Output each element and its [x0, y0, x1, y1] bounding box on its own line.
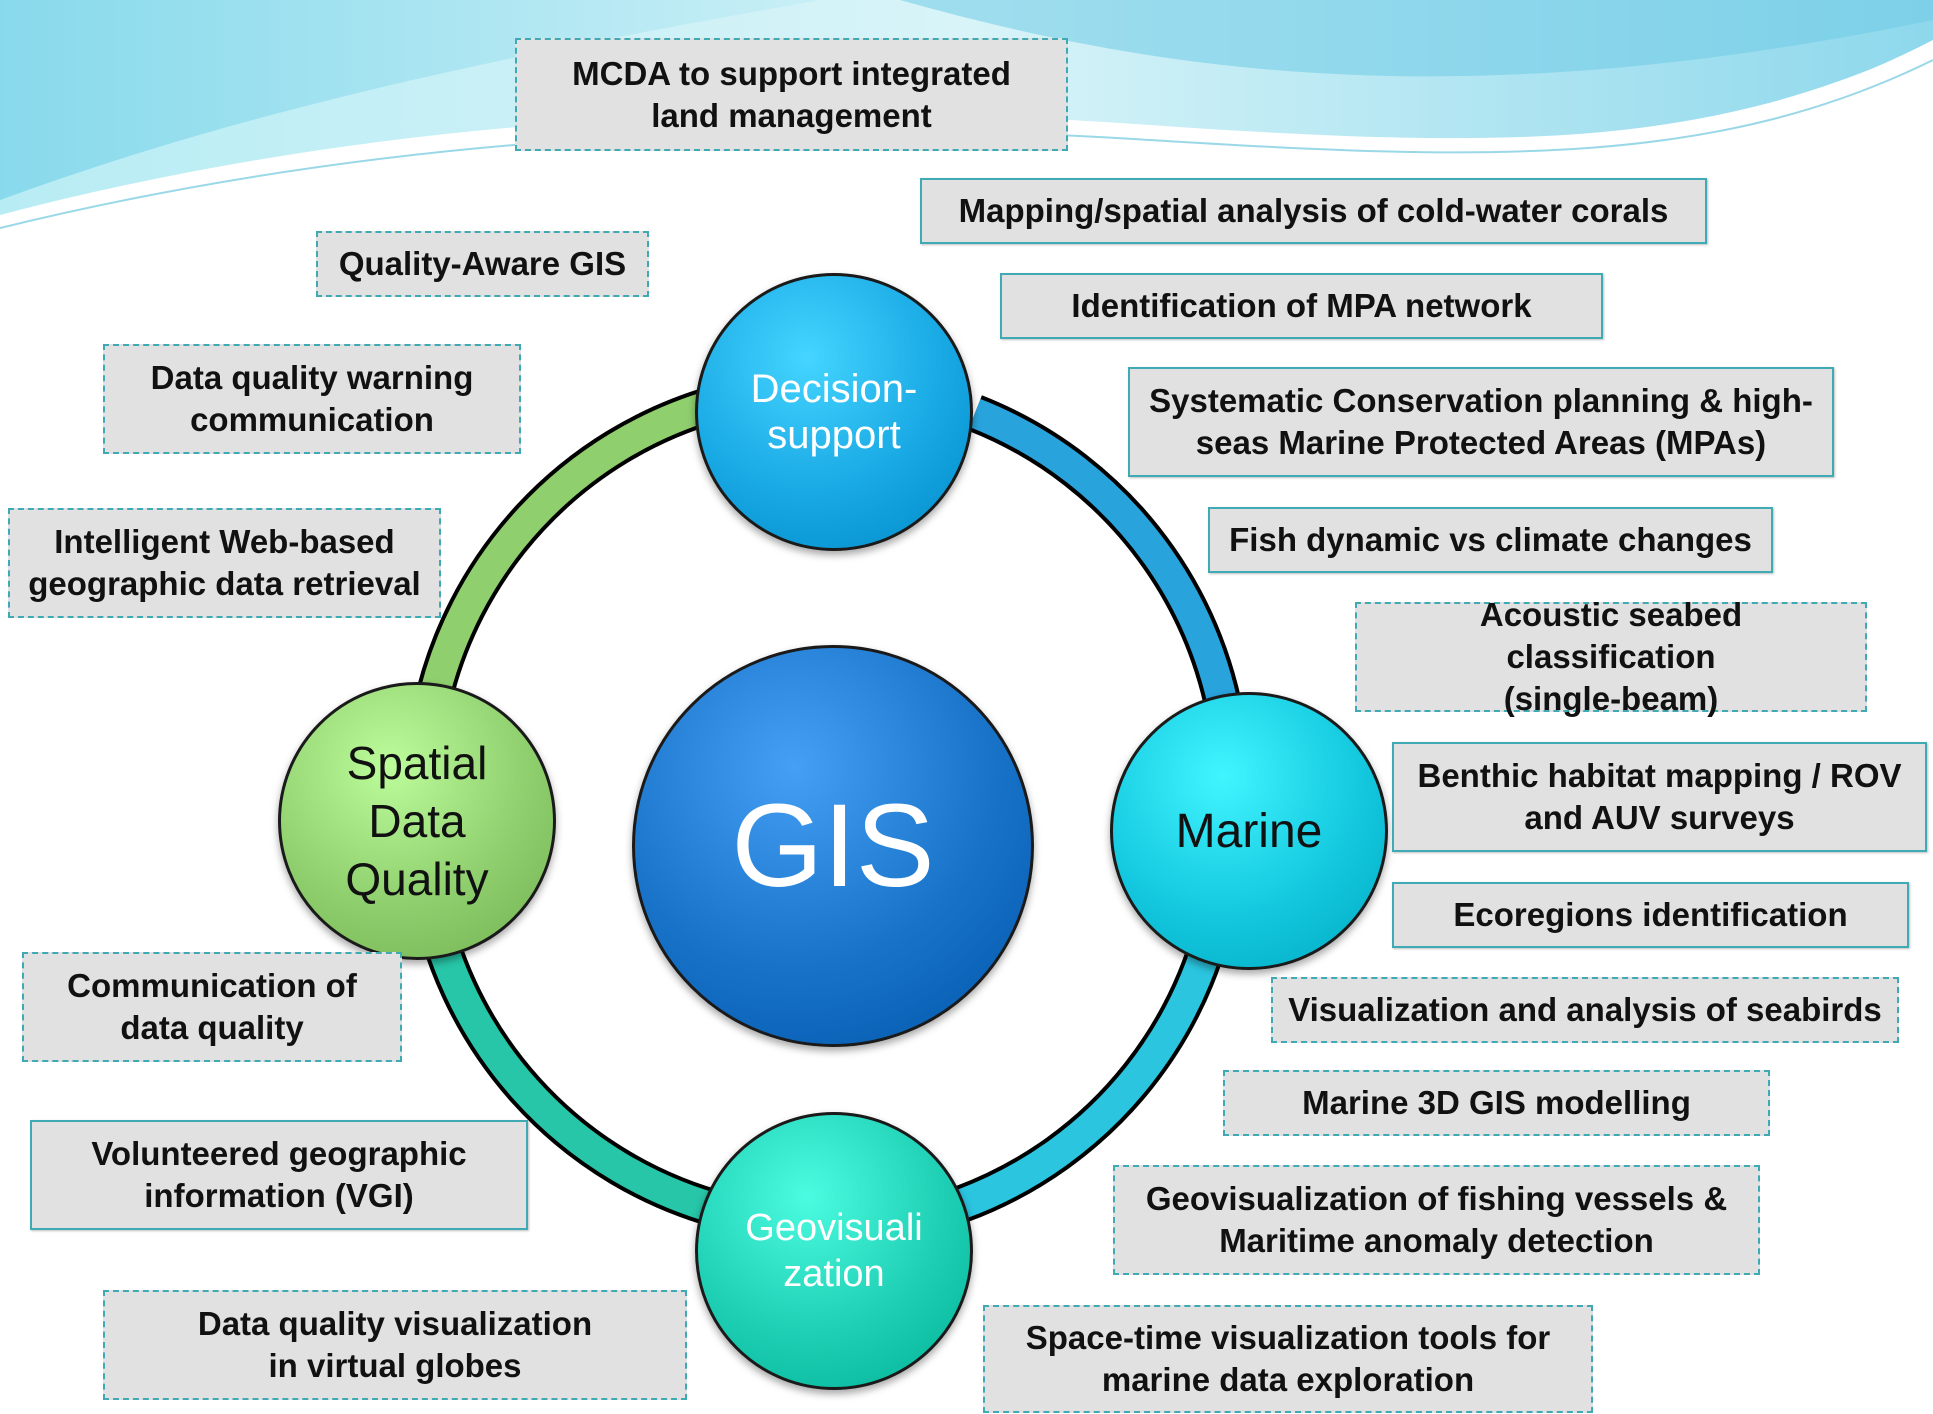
- topic-systematic-conservation: Systematic Conservation planning & high-…: [1128, 367, 1834, 477]
- topic-seabirds: Visualization and analysis of seabirds: [1271, 977, 1899, 1043]
- topic-mpa-network: Identification of MPA network: [1000, 273, 1603, 339]
- topic-acoustic-seabed: Acoustic seabed classification (single-b…: [1355, 596, 1867, 717]
- topic-vgi: Volunteered geographic information (VGI): [30, 1120, 528, 1230]
- topic-communication-dq: Communication of data quality: [22, 952, 402, 1062]
- topic-quality-aware-gis: Quality-Aware GIS: [316, 231, 649, 297]
- node-marine-label: Marine: [1175, 804, 1323, 858]
- node-marine: Marine: [1110, 692, 1388, 970]
- hub-gis: GIS: [632, 645, 1034, 1047]
- node-geovisualization: Geovisuali zation: [695, 1112, 973, 1390]
- topic-ecoregions: Ecoregions identification: [1392, 882, 1909, 948]
- node-decision-support-label: Decision- support: [750, 367, 918, 457]
- topic-intelligent-web: Intelligent Web-based geographic data re…: [8, 508, 441, 618]
- node-geovisualization-label: Geovisuali zation: [745, 1207, 923, 1295]
- topic-space-time: Space-time visualization tools for marin…: [983, 1305, 1593, 1413]
- topic-mcda: MCDA to support integrated land manageme…: [515, 38, 1068, 151]
- topic-fishing-vessels: Geovisualization of fishing vessels & Ma…: [1113, 1165, 1760, 1275]
- hub-label: GIS: [731, 780, 935, 912]
- node-decision-support: Decision- support: [695, 273, 973, 551]
- topic-marine-3d: Marine 3D GIS modelling: [1223, 1070, 1770, 1136]
- topic-fish-dynamic: Fish dynamic vs climate changes: [1208, 507, 1773, 573]
- node-spatial-data-quality: Spatial Data Quality: [278, 682, 556, 960]
- arc-quality-decision-fill: [416, 389, 720, 714]
- node-spatial-data-quality-label: Spatial Data Quality: [345, 737, 489, 905]
- topic-benthic-habitat: Benthic habitat mapping / ROV and AUV su…: [1392, 742, 1927, 852]
- topic-dq-warning: Data quality warning communication: [103, 344, 521, 454]
- topic-dq-visualization: Data quality visualization in virtual gl…: [103, 1290, 687, 1400]
- topic-cold-water-corals: Mapping/spatial analysis of cold-water c…: [920, 178, 1707, 244]
